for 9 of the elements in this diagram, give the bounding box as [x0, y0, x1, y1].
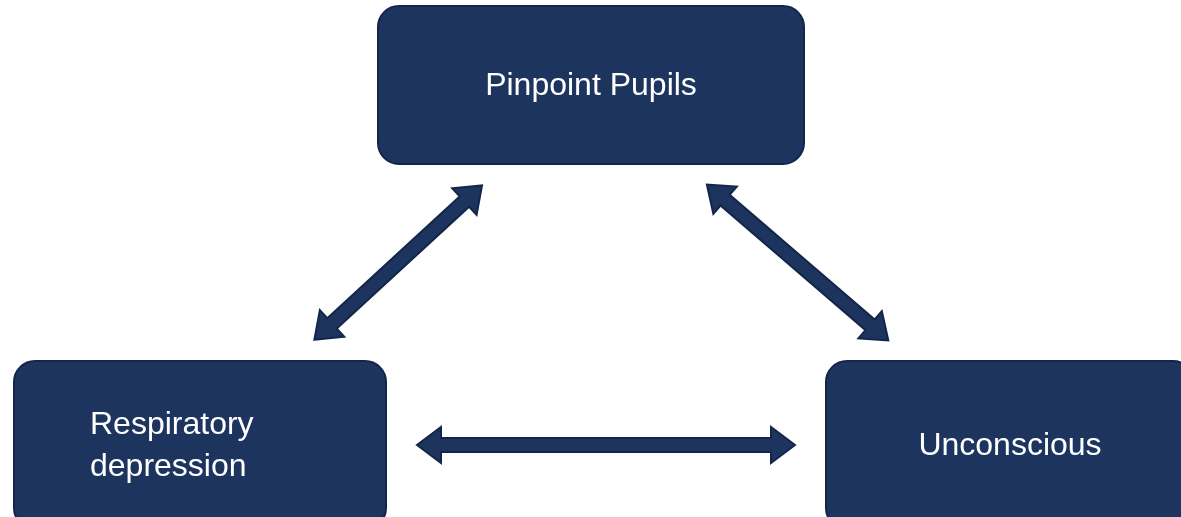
node-label: Unconscious: [918, 425, 1102, 465]
double-arrow: [705, 183, 890, 342]
node-label: Pinpoint Pupils: [485, 65, 697, 105]
process-box: [13, 360, 387, 517]
node-label: Respiratory depression: [90, 404, 255, 485]
process-box: [377, 5, 805, 165]
process-box: [825, 360, 1181, 517]
double-arrow: [415, 425, 797, 465]
double-arrow: [313, 184, 484, 341]
